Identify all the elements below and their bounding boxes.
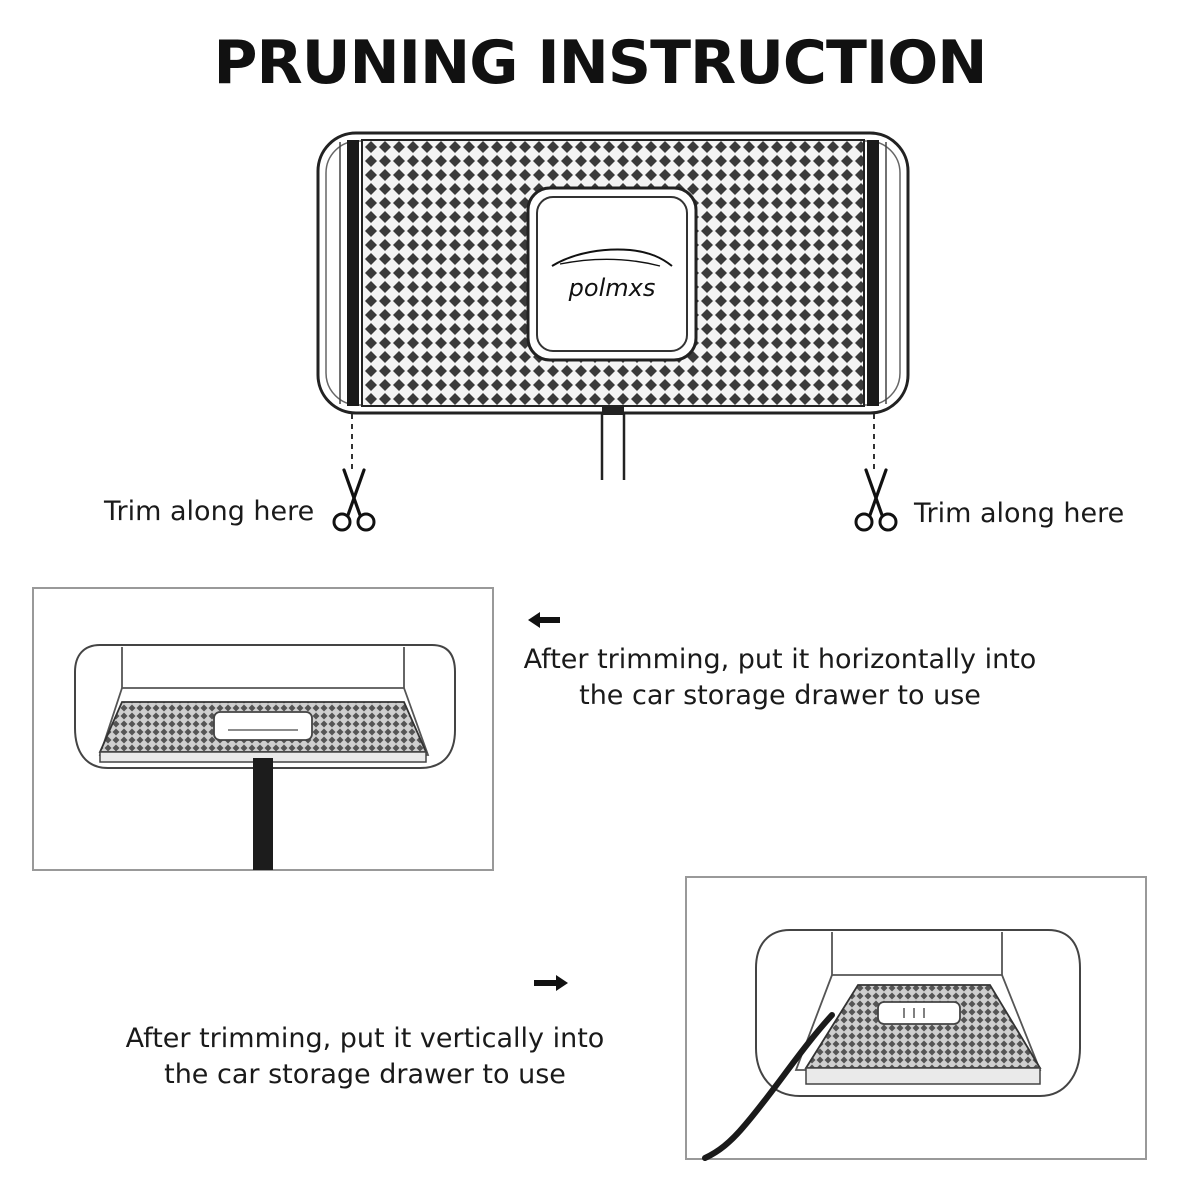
trim-label-left: Trim along here: [104, 496, 315, 527]
vertical-placement-illustration: [685, 876, 1147, 1161]
step-vertical-caption: After trimming, put it vertically into t…: [110, 1021, 620, 1093]
step-horizontal-line2: the car storage drawer to use: [579, 680, 981, 711]
step-vertical-line2: the car storage drawer to use: [164, 1059, 566, 1090]
scissors-icon: [854, 468, 898, 532]
step-vertical-line1: After trimming, put it vertically into: [125, 1023, 605, 1054]
step-horizontal-caption: After trimming, put it horizontally into…: [520, 642, 1040, 714]
arrow-left-icon: [528, 612, 560, 628]
step-horizontal-line1: After trimming, put it horizontally into: [523, 644, 1037, 675]
horizontal-placement-illustration: [32, 587, 494, 871]
scissors-icon: [332, 468, 376, 532]
arrow-right-icon: [534, 975, 568, 991]
trim-label-right: Trim along here: [914, 498, 1125, 529]
brand-logo-text: polmxs: [568, 274, 656, 302]
page-title: PRUNING INSTRUCTION: [213, 28, 988, 98]
non-slip-pad: [316, 131, 910, 480]
